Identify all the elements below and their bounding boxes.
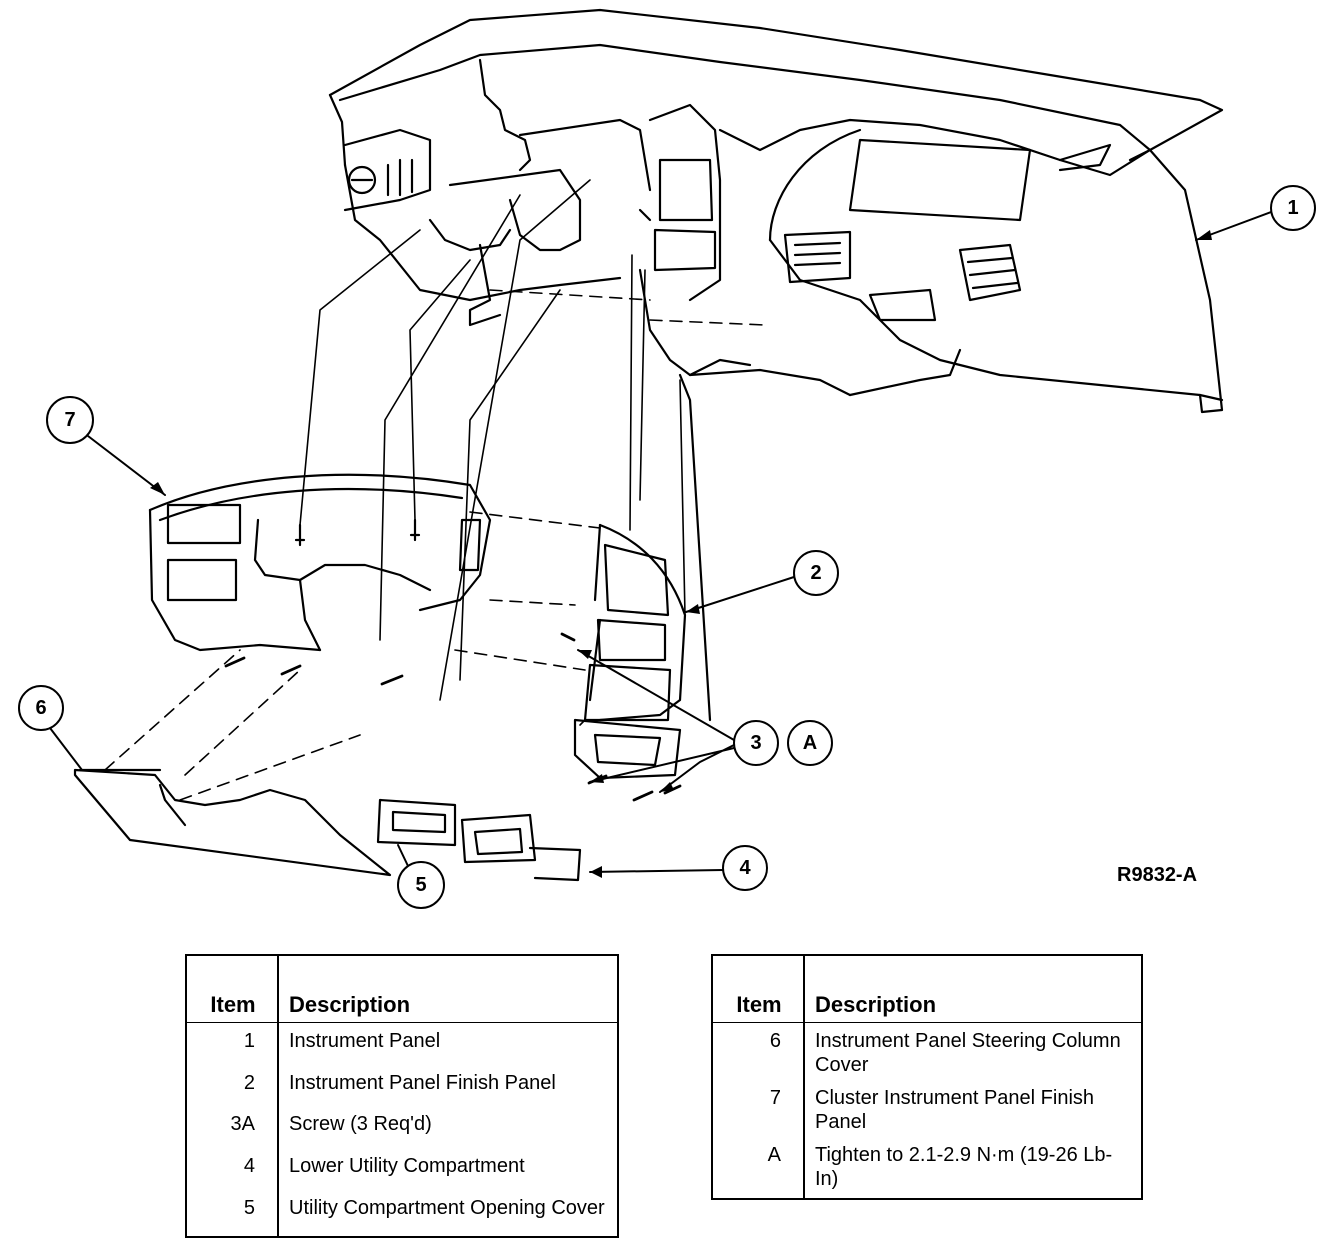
exploded-view-drawing: 1 7 2 3 A 6 5 4 [18,8,1316,909]
legend-row: 7 Cluster Instrument Panel Finish Panel [712,1083,1142,1141]
item-description: Screw (3 Req'd) [289,1113,432,1136]
legend-table-right: Item Description 6 Instrument Panel Stee… [711,954,1143,1200]
item-number: 5 [186,1193,279,1237]
item-header: Item [186,955,279,1023]
description-header: Description [804,955,1142,1023]
item-number: 6 [712,1027,805,1084]
callout-2: 2 [810,562,821,584]
item-description: Utility Compartment Opening Cover [289,1196,605,1219]
item-description: Instrument Panel Steering Column Cover [815,1030,1121,1076]
callout-labels: 1 7 2 3 A 6 5 4 [35,197,1298,896]
callout-6: 6 [35,697,46,719]
legend-row: 2 Instrument Panel Finish Panel [186,1068,618,1111]
item-number: 2 [186,1068,279,1111]
callout-4: 4 [739,857,751,879]
legend-table-left: Item Description 1 Instrument Panel 2 In… [185,954,619,1238]
callout-3: 3 [750,732,761,754]
legend-row: A Tighten to 2.1-2.9 N·m (19-26 Lb-In) [712,1140,1142,1199]
item-number: 1 [186,1027,279,1069]
cluster-finish-panel [148,473,492,652]
figure-code: R9832-A [1117,864,1198,886]
legend-row: 5 Utility Compartment Opening Cover [186,1193,618,1237]
lower-utility-compartment [460,813,582,882]
item-description: Cluster Instrument Panel Finish Panel [815,1086,1095,1133]
item-description: Instrument Panel Finish Panel [289,1071,556,1094]
description-header: Description [278,955,618,1023]
item-description: Tighten to 2.1-2.9 N·m (19-26 Lb-In) [815,1143,1113,1190]
item-number: 3A [186,1110,279,1153]
instrument-panel [328,8,1224,722]
item-number: A [712,1140,805,1199]
callout-leaders [18,185,1316,909]
steering-column-cover [73,768,392,877]
fastener-lines [299,179,686,726]
callout-A: A [803,732,817,754]
legend-row: 3A Screw (3 Req'd) [186,1110,618,1153]
opening-cover [376,798,457,847]
assembly-lines [104,289,766,801]
legend-row: 6 Instrument Panel Steering Column Cover [712,1027,1142,1084]
arrowheads [150,230,1212,878]
finish-panel [573,523,687,780]
item-description: Lower Utility Compartment [289,1155,525,1178]
item-number: 4 [186,1152,279,1194]
callout-1: 1 [1287,197,1298,219]
item-description: Instrument Panel [289,1030,441,1052]
callout-7: 7 [64,409,75,431]
item-header: Item [712,955,805,1023]
item-number: 7 [712,1083,805,1141]
legend-row: 1 Instrument Panel [186,1027,618,1069]
legend-row: 4 Lower Utility Compartment [186,1152,618,1194]
callout-5: 5 [415,874,426,896]
